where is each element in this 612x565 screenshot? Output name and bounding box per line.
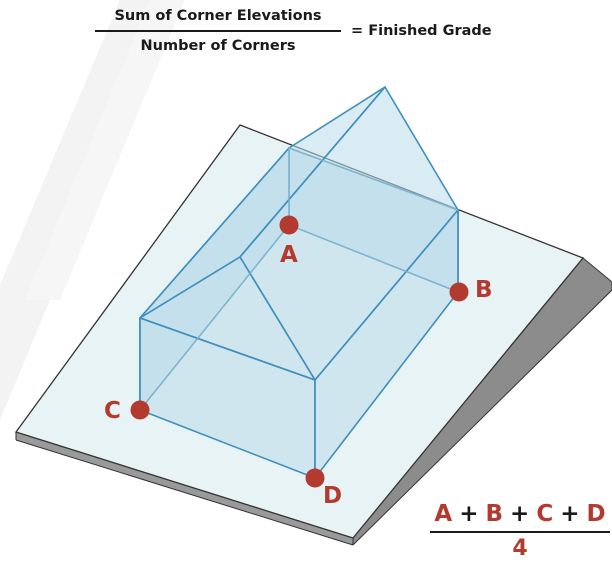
plus-sign: + <box>459 501 479 527</box>
plus-sign: + <box>560 501 580 527</box>
corner-a-label: A <box>280 242 298 268</box>
formula-fraction: Sum of Corner Elevations Number of Corne… <box>95 6 341 56</box>
fraction-bar <box>430 531 610 533</box>
term-d: D <box>586 501 606 527</box>
finished-grade-formula: Sum of Corner Elevations Number of Corne… <box>95 6 492 56</box>
corner-a-marker <box>279 215 299 235</box>
corner-c-marker <box>130 400 150 420</box>
slab-right-side <box>353 258 612 545</box>
slab-front-edge <box>16 432 353 545</box>
corner-d-marker <box>305 468 325 488</box>
formula-result: = Finished Grade <box>351 23 492 39</box>
term-c: C <box>536 501 554 527</box>
formula-denominator: Number of Corners <box>140 38 296 54</box>
formula-numerator: Sum of Corner Elevations <box>114 8 322 24</box>
corner-c-label: C <box>104 398 121 424</box>
plus-sign: + <box>510 501 530 527</box>
average-formula: A + B + C + D 4 <box>430 500 610 561</box>
term-b: B <box>485 501 504 527</box>
fraction-bar <box>95 30 341 32</box>
formula-bottom-denominator: 4 <box>512 536 528 561</box>
corner-b-marker <box>449 282 469 302</box>
corner-b-label: B <box>475 277 493 303</box>
term-a: A <box>434 501 453 527</box>
formula-sum-row: A + B + C + D <box>434 500 605 528</box>
corner-d-label: D <box>323 483 343 509</box>
